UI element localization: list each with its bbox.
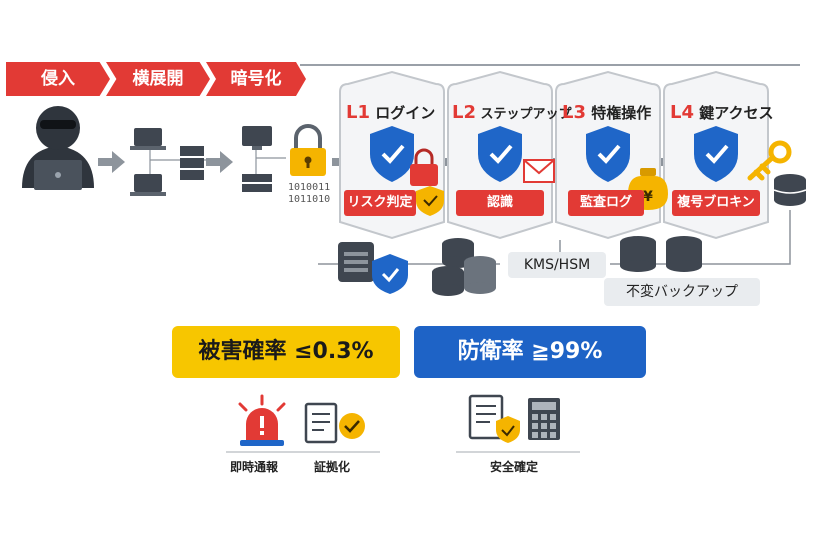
yellow-shield-check-icon [416,186,444,216]
layer-2-label: L2 ステップアップ [452,102,572,123]
layer-2-tag: 認識 [456,190,544,216]
binary-text: 1010011 1011010 [288,182,330,206]
chain-step-intrusion: 侵入 [6,62,110,96]
layer-4-label: L4 鍵アクセス [670,102,774,123]
chain-step-lateral-movement: 横展開 [106,62,210,96]
safety-document-shield-icon [468,394,520,443]
caption-immediate-alert: 即時通報 [230,460,279,474]
layer-3-tag: 監査ログ [568,190,644,216]
red-lock-icon [410,148,438,186]
layer-2-id: L2 [452,102,476,123]
server-monitor-icon [242,126,286,192]
layer-3-title: 特権操作 [591,104,652,122]
layer-4-id: L4 [670,102,694,123]
layer-1-tag: リスク判定 [344,190,416,216]
calculator-grid-icon [528,398,560,440]
kms-hsm-label: KMS/HSM [508,252,606,278]
envelope-icon [523,159,555,183]
damage-probability-badge: 被害確率 ≤0.3% [172,326,400,378]
caption-safety-confirmed: 安全確定 [490,460,539,474]
defense-rate-badge: 防衛率 ≧99% [414,326,646,378]
binary-line-1: 1010011 [288,182,331,193]
immutable-backup-label: 不変バックアップ [604,278,760,306]
layer-4-tag: 複号ブロキン [672,190,760,216]
layer-1-label: L1 ログイン [346,102,435,123]
chain-step-encryption: 暗号化 [206,62,306,96]
evidence-document-check-icon [304,402,365,444]
top-divider-line [300,64,800,66]
caption-evidence: 証拠化 [314,460,351,474]
right-database-icon [773,174,807,206]
layer-2-title: ステップアップ [480,107,572,122]
layer-1-title: ログイン [375,104,436,122]
layer-4-title: 鍵アクセス [699,104,774,122]
alert-siren-icon [238,394,286,446]
key-icon [747,140,792,181]
vault-shield-icon [372,254,408,294]
svg-text:¥: ¥ [643,189,653,205]
hacker-icon [22,106,94,190]
backup-database-icons [620,236,702,272]
kms-database-cluster-icon [432,238,496,296]
binary-line-2: 1011010 [288,194,331,205]
layer-3-id: L3 [562,102,586,123]
vault-icon [338,242,374,282]
layer-1-id: L1 [346,102,370,123]
network-laptops-icon [130,128,228,196]
shield-check-icons [370,126,738,182]
layer-3-label: L3 特権操作 [562,102,651,123]
padlock-icon [290,124,326,176]
